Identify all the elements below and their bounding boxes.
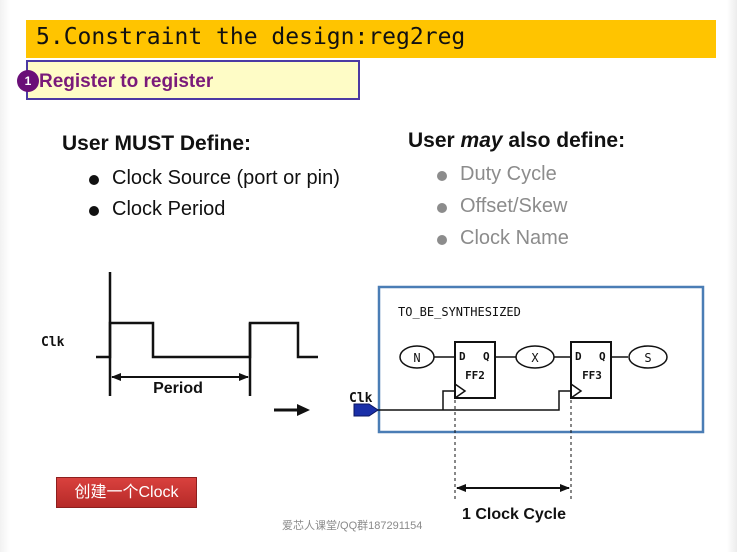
output-port-s-label: S [644, 351, 651, 365]
title-bar: 5.Constraint the design:reg2reg [26, 20, 716, 58]
may-heading-post: also define: [502, 129, 626, 152]
must-define-item-clock-period: Clock Period [88, 195, 340, 226]
slide-right-shade [727, 0, 737, 552]
clock-waveform-line [96, 321, 318, 359]
input-port-n-label: N [413, 351, 420, 365]
may-define-item-duty-cycle: Duty Cycle [436, 160, 569, 192]
period-label: Period [153, 380, 203, 397]
must-define-item-clock-source: Clock Source (port or pin) [88, 164, 340, 195]
output-port-s [628, 345, 668, 369]
clock-port-label: Clk [349, 391, 373, 406]
clock-waveform: Clk Period [41, 272, 318, 397]
ff2-name: FF2 [465, 369, 485, 382]
may-heading-pre: User [408, 129, 461, 152]
clock-net [374, 390, 571, 411]
synthesized-block: TO_BE_SYNTHESIZED N D Q FF2 X D Q FF3 [374, 285, 705, 434]
ff2-d-pin: D [459, 350, 466, 363]
section-header-label: Register to register [39, 71, 214, 92]
ff3-d-pin: D [575, 350, 582, 363]
may-define-heading: User may also define: [408, 129, 625, 153]
may-define-list: Duty Cycle Offset/Skew Clock Name [436, 160, 569, 256]
node-x-label: X [531, 351, 539, 365]
must-define-heading: User MUST Define: [62, 132, 252, 155]
must-define-list: Clock Source (port or pin) Clock Period [88, 164, 340, 226]
may-define-item-offset-skew: Offset/Skew [436, 192, 569, 224]
ff3-clock-triangle [570, 383, 583, 399]
clock-cycle-label: 1 Clock Cycle [462, 506, 566, 523]
section-header-box: Register to register [26, 60, 360, 100]
waveform-clk-label: Clk [41, 335, 65, 350]
slide-left-shade [0, 0, 10, 552]
create-clock-button[interactable]: 创建一个Clock [56, 477, 197, 508]
may-define-item-clock-name: Clock Name [436, 224, 569, 256]
ff3-q-pin: Q [599, 350, 606, 363]
slide-title: 5.Constraint the design:reg2reg [36, 24, 466, 50]
clock-input-port [353, 403, 379, 417]
may-heading-emphasis: may [460, 129, 503, 152]
ff2-q-pin: Q [483, 350, 490, 363]
ff2-clock-triangle [454, 383, 467, 399]
section-number-badge: 1 [17, 70, 39, 92]
ff3-name: FF3 [582, 369, 602, 382]
synthesized-block-label: TO_BE_SYNTHESIZED [398, 305, 521, 319]
watermark-text: 爱芯人课堂/QQ群187291154 [282, 520, 423, 532]
transition-arrow-head [297, 404, 310, 416]
